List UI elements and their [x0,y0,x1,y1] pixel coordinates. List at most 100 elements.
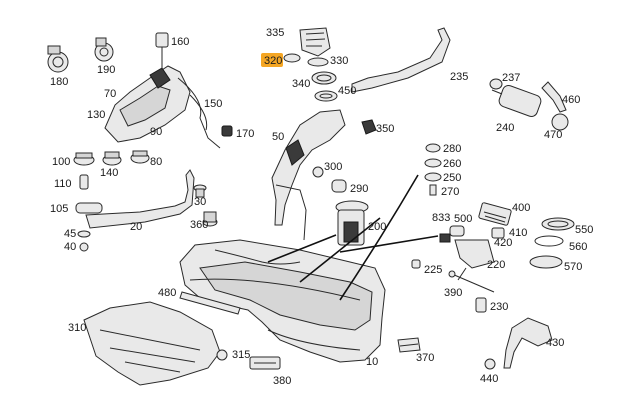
label-170[interactable]: 170 [236,128,254,140]
clamp-320[interactable] [283,53,301,63]
label-20[interactable]: 20 [130,221,142,233]
hose-460[interactable] [541,81,567,113]
cap-boot-335[interactable] [299,27,331,57]
filler-assembly-left[interactable] [104,65,221,149]
clip-470[interactable] [551,113,569,131]
label-300[interactable]: 300 [324,161,342,173]
label-320[interactable]: 320 [264,55,282,67]
bolt-315[interactable] [216,349,228,361]
label-140[interactable]: 140 [100,167,118,179]
label-330[interactable]: 330 [330,55,348,67]
label-10[interactable]: 10 [366,356,378,368]
washer-80[interactable] [130,150,150,164]
pin-110[interactable] [79,174,89,190]
fuel-tank[interactable] [179,239,386,363]
label-220[interactable]: 220 [487,259,505,271]
label-350[interactable]: 350 [376,123,394,135]
label-270[interactable]: 270 [441,186,459,198]
clamp-430[interactable] [503,317,553,369]
label-110[interactable]: 110 [54,178,72,190]
heat-shield-480[interactable] [179,291,241,315]
fastener-40[interactable] [79,242,89,252]
label-240[interactable]: 240 [496,122,514,134]
seal-330[interactable] [307,57,329,67]
label-130[interactable]: 130 [87,109,105,121]
label-550[interactable]: 550 [575,224,593,236]
label-340[interactable]: 340 [292,78,310,90]
sensor-833[interactable] [439,233,451,243]
label-370[interactable]: 370 [416,352,434,364]
washer-140[interactable] [102,151,122,166]
float-230[interactable] [475,297,487,313]
label-225[interactable]: 225 [424,264,442,276]
nut-280[interactable] [425,143,441,153]
label-400[interactable]: 400 [512,202,530,214]
label-315[interactable]: 315 [232,349,250,361]
label-105[interactable]: 105 [50,203,68,215]
clip-350[interactable] [361,119,377,135]
label-180[interactable]: 180 [50,76,68,88]
washer-260[interactable] [424,158,442,168]
label-335[interactable]: 335 [266,27,284,39]
label-310[interactable]: 310 [68,322,86,334]
bolt-440[interactable] [484,358,496,370]
label-833[interactable]: 833 [432,212,450,224]
label-150[interactable]: 150 [204,98,222,110]
label-430[interactable]: 430 [546,337,564,349]
hose-150[interactable] [189,94,208,131]
label-280[interactable]: 280 [443,143,461,155]
label-40[interactable]: 40 [64,241,76,253]
label-570[interactable]: 570 [564,261,582,273]
ring-340[interactable] [311,71,337,85]
connector-400[interactable] [478,202,512,226]
label-70[interactable]: 70 [104,88,116,100]
label-50[interactable]: 50 [272,131,284,143]
label-237[interactable]: 237 [502,72,520,84]
sensor-unit-220[interactable] [454,239,495,281]
label-230[interactable]: 230 [490,301,508,313]
label-410[interactable]: 410 [509,227,527,239]
label-160[interactable]: 160 [171,36,189,48]
seal-ring-560[interactable] [534,235,564,247]
valve-300[interactable] [312,166,324,178]
heat-shield-310[interactable] [83,301,221,386]
lock-ring-550[interactable] [541,217,575,231]
label-390[interactable]: 390 [444,287,462,299]
label-480[interactable]: 480 [158,287,176,299]
seal-500[interactable] [449,225,465,237]
bolt-30[interactable] [193,184,207,198]
clip-190[interactable] [94,37,114,62]
gasket-570[interactable] [529,255,563,269]
label-460[interactable]: 460 [562,94,580,106]
label-100[interactable]: 100 [52,156,70,168]
label-45[interactable]: 45 [64,228,76,240]
ring-450[interactable] [314,90,338,102]
label-235[interactable]: 235 [450,71,468,83]
washer-100[interactable] [73,152,95,166]
fuel-pipe-235[interactable] [351,27,451,93]
clamp-237[interactable] [489,78,503,90]
filler-neck[interactable] [271,109,346,241]
washer-250[interactable] [424,172,442,182]
bracket-370[interactable] [397,337,421,353]
bolt-270[interactable] [429,184,437,196]
label-450[interactable]: 450 [338,85,356,97]
clip-180[interactable] [47,45,69,73]
label-360[interactable]: 360 [190,219,208,231]
float-arm-390[interactable] [448,270,495,293]
rail-380[interactable] [249,356,281,370]
fuel-pump-200[interactable] [335,200,369,246]
label-30[interactable]: 30 [194,196,206,208]
label-440[interactable]: 440 [480,373,498,385]
label-420[interactable]: 420 [494,237,512,249]
grommet-360[interactable] [202,211,218,227]
label-290[interactable]: 290 [350,183,368,195]
label-90[interactable]: 90 [150,126,162,138]
label-250[interactable]: 250 [443,172,461,184]
label-190[interactable]: 190 [97,64,115,76]
label-80[interactable]: 80 [150,156,162,168]
fastener-45[interactable] [77,230,91,238]
valve-290[interactable] [331,179,347,193]
strap-105[interactable] [75,202,103,214]
clip-225[interactable] [411,259,421,269]
